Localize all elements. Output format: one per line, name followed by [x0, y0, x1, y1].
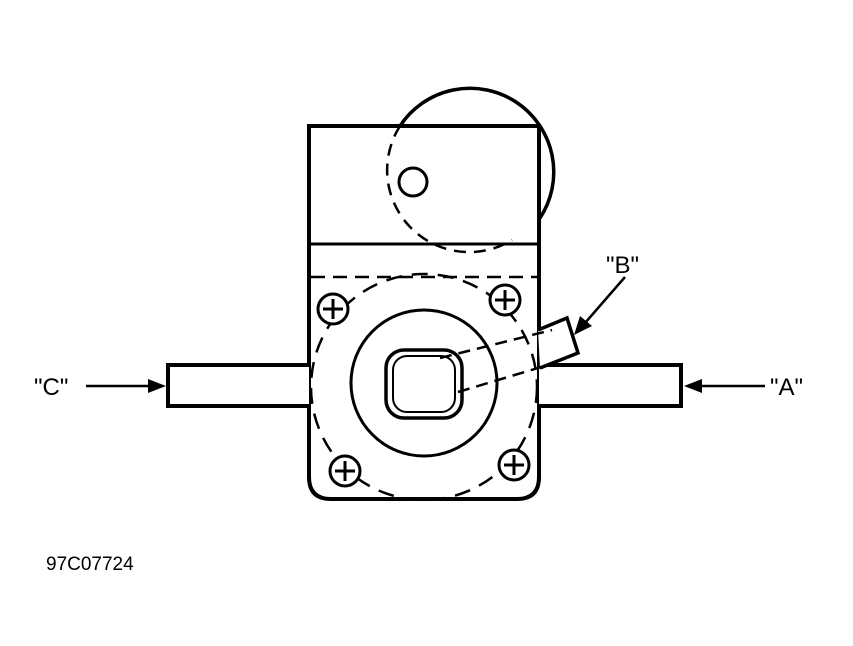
arrow-b: [574, 276, 626, 335]
arrow-a: [684, 379, 765, 393]
screw-top-left: [316, 292, 350, 326]
passage-hidden-lower: [457, 363, 549, 394]
hidden-rotor-circle: [309, 272, 539, 502]
arrow-c: [86, 379, 166, 393]
small-hole: [397, 166, 429, 198]
top-disc-hidden-edge: [385, 125, 513, 254]
label-a: "A": [770, 374, 803, 401]
screw-top-right: [488, 283, 522, 317]
label-b: "B": [606, 252, 639, 279]
label-c: "C": [34, 374, 68, 401]
center-hub: [384, 348, 464, 420]
port-b-tab: [537, 315, 581, 370]
screw-bottom-left: [328, 454, 362, 488]
pipe-c: [166, 363, 309, 408]
passage-hidden-upper: [439, 328, 553, 360]
figure-code: 97C07724: [46, 554, 134, 575]
center-hub-inner: [392, 355, 456, 413]
pipe-a: [539, 363, 683, 408]
screw-bottom-right: [497, 448, 531, 482]
top-disc-outline: [398, 86, 556, 219]
